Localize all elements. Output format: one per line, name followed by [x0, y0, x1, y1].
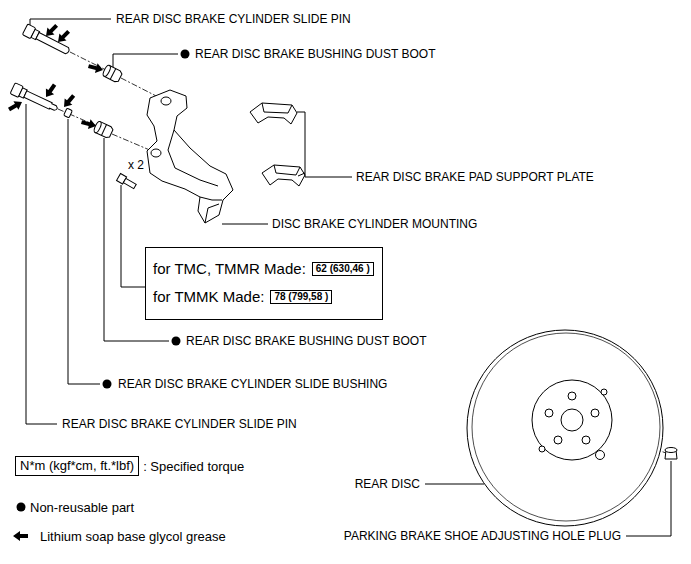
leader-line — [121, 185, 145, 287]
plug-cap — [665, 448, 677, 453]
leader-line — [298, 173, 305, 176]
torque-value-box: 78 (799,58 ) — [270, 290, 332, 304]
leader-line — [425, 484, 484, 485]
service-hole — [539, 446, 545, 452]
boot-end — [102, 64, 112, 77]
part-label: REAR DISC BRAKE BUSHING DUST BOOT — [195, 47, 436, 61]
leader-line — [297, 112, 352, 177]
grease-arrow — [42, 82, 59, 100]
support-plate — [250, 103, 297, 124]
rear-disc — [467, 330, 663, 526]
non-reusable-dot — [172, 337, 181, 346]
leader-line — [626, 461, 671, 536]
torque-spec-box: 62 (630,46 ) 78 (799,58 ) for TMC, TMMR Ma… — [145, 247, 383, 320]
torque-value-box: 62 (630,46 ) — [312, 262, 374, 276]
boot-end — [93, 121, 103, 134]
leader-line — [26, 104, 57, 424]
dust-boot — [93, 121, 114, 139]
grease-arrows — [7, 22, 105, 131]
grease-arrow — [60, 92, 77, 110]
dust-boot — [102, 64, 123, 83]
torque-condition: for TMC, TMMR Made: — [153, 260, 306, 278]
adjusting-hole — [596, 451, 605, 460]
boot-rib — [101, 125, 106, 136]
slide-bushing — [64, 108, 73, 118]
mounting-hole — [151, 149, 161, 157]
leader-line — [30, 19, 111, 25]
mounting-hole — [161, 97, 171, 105]
grease-arrow — [13, 531, 28, 541]
bushing-body — [64, 108, 73, 118]
support-plate-edge — [274, 165, 300, 175]
legend-text: : Specified torque — [143, 458, 244, 473]
legend-text: Lithium soap base glycol grease — [40, 529, 226, 544]
grease-arrow — [7, 98, 25, 114]
lug-hole — [545, 409, 553, 417]
non-reusable-dot — [181, 50, 190, 59]
part-label: REAR DISC — [355, 477, 420, 491]
pad-support-plates — [250, 103, 305, 186]
lug-hole — [591, 409, 599, 417]
grease-arrow — [42, 22, 60, 40]
slide-pin — [10, 83, 59, 115]
grease-arrow — [80, 117, 97, 131]
support-plate-edge — [262, 103, 292, 113]
part-label: REAR DISC BRAKE CYLINDER SLIDE PIN — [116, 12, 351, 26]
part-label: REAR DISC BRAKE CYLINDER SLIDE BUSHING — [118, 377, 387, 391]
torque-unit: N*m (kgf*cm, ft.*lbf) — [20, 458, 134, 474]
torque-unit-box: N*m (kgf*cm, ft.*lbf) — [15, 456, 139, 476]
mounting-bolt — [117, 174, 137, 190]
hole-plug — [665, 448, 677, 460]
part-label: REAR DISC BRAKE BUSHING DUST BOOT — [186, 334, 427, 348]
leader-line — [113, 54, 178, 67]
disc-rim — [472, 333, 660, 521]
part-label: DISC BRAKE CYLINDER MOUNTING — [272, 217, 477, 231]
mounting-edge — [168, 130, 218, 186]
disc-outer — [467, 330, 663, 526]
part-label: PARKING BRAKE SHOE ADJUSTING HOLE PLUG — [344, 529, 621, 543]
legend-text: Non-reusable part — [30, 500, 134, 515]
non-reusable-dot — [103, 380, 112, 389]
mounting-edge — [205, 204, 219, 223]
service-hole — [601, 389, 607, 395]
quantity-label: x 2 — [128, 158, 144, 172]
grease-arrow — [54, 28, 72, 46]
cylinder-mounting — [147, 90, 233, 223]
lug-hole — [554, 436, 562, 444]
non-reusable-dot — [17, 503, 26, 512]
torque-value: 78 (799,58 ) — [274, 291, 328, 303]
slide-pin — [22, 24, 71, 57]
center-lines — [58, 52, 666, 453]
torque-value: 62 (630,46 ) — [316, 263, 370, 275]
grease-arrow — [87, 61, 104, 75]
boot-rib — [110, 69, 115, 80]
mounting-body — [147, 90, 233, 223]
axis-line — [112, 134, 152, 151]
leader-line — [222, 224, 268, 225]
lug-hole — [582, 436, 590, 444]
part-label: REAR DISC BRAKE CYLINDER SLIDE PIN — [62, 417, 297, 431]
disc-center-hole — [561, 409, 583, 431]
lug-hole — [568, 392, 576, 400]
leader-line — [68, 119, 100, 384]
disc-hub — [532, 380, 612, 460]
bolt-shaft — [123, 178, 136, 188]
legend-samples — [13, 503, 28, 542]
part-label: REAR DISC BRAKE PAD SUPPORT PLATE — [356, 170, 594, 184]
torque-condition: for TMMK Made: — [153, 288, 264, 306]
non-reusable-marks — [103, 50, 190, 389]
support-plate — [262, 165, 305, 186]
mounting-edge — [200, 197, 222, 200]
